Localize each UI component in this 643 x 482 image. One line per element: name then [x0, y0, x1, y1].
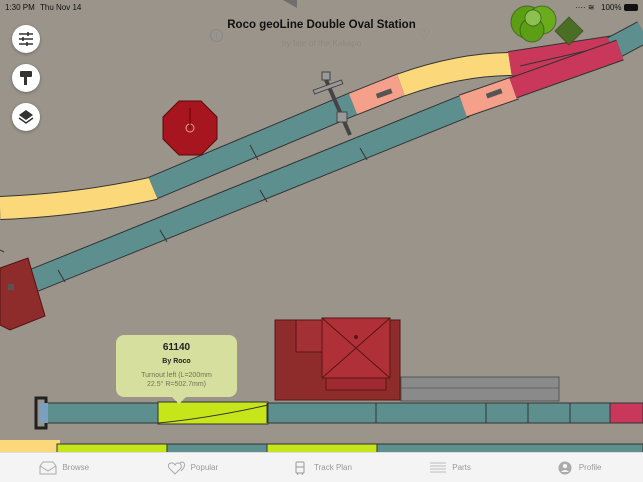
info-icon[interactable]: i [210, 29, 223, 42]
status-time: 1:30 PM [5, 3, 35, 12]
filter-button[interactable] [12, 25, 40, 53]
status-date: Thu Nov 14 [40, 3, 82, 12]
train-icon [295, 461, 305, 475]
trees[interactable] [510, 5, 584, 46]
layers-icon [18, 110, 34, 124]
tab-track-plan[interactable]: Track Plan [257, 453, 386, 482]
favorite-heart-icon[interactable]: ♡ [418, 26, 431, 42]
tab-browse[interactable]: Browse [0, 453, 129, 482]
compass-indicator [283, 0, 297, 8]
left-building[interactable] [0, 257, 46, 331]
upper-track[interactable] [0, 21, 643, 220]
battery-icon [624, 4, 638, 11]
status-battery: 100% [601, 3, 622, 12]
list-icon [430, 462, 447, 472]
part-manufacturer: By Roco [162, 358, 191, 365]
paint-roller-icon [20, 71, 32, 85]
tab-profile[interactable]: Profile [514, 453, 643, 482]
station-track[interactable] [34, 396, 643, 430]
lower-track[interactable] [25, 39, 624, 294]
person-icon [558, 461, 572, 474]
platform[interactable] [400, 376, 560, 402]
water-tower[interactable] [162, 100, 218, 156]
author-link[interactable]: by Isle of the Kakapo [281, 38, 362, 48]
station-building[interactable] [274, 317, 401, 401]
part-number: 61140 [162, 342, 191, 353]
layers-button[interactable] [12, 103, 40, 131]
page-title: Roco geoLine Double Oval Station [227, 19, 416, 31]
sliders-icon [19, 32, 33, 46]
wifi-icon: ···· ≋ [575, 3, 595, 12]
tab-popular[interactable]: Popular [129, 453, 258, 482]
tab-bar: Browse Popular Track Plan Parts Profile [0, 452, 643, 482]
hearts-icon [167, 461, 185, 475]
selected-turnout [157, 401, 269, 425]
inbox-icon [39, 461, 57, 474]
tab-parts[interactable]: Parts [386, 453, 515, 482]
signal[interactable] [312, 71, 352, 136]
paint-button[interactable] [12, 64, 40, 92]
